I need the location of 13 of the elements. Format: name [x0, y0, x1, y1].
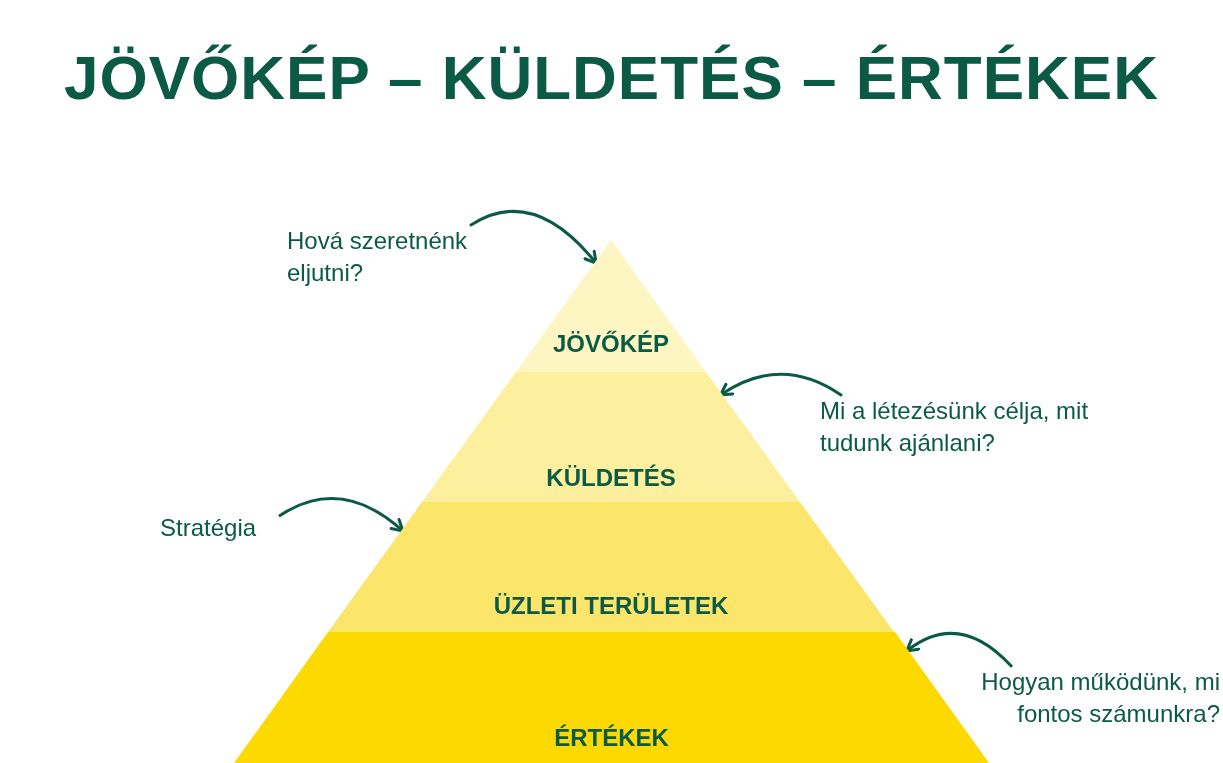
curved-arrow — [905, 631, 1013, 668]
title: JÖVŐKÉP – KÜLDETÉS – ÉRTÉKEK — [63, 42, 1160, 113]
curved-arrow — [719, 372, 843, 397]
annotation-text: Stratégia — [160, 514, 257, 541]
layer-label: ÜZLETI TERÜLETEK — [493, 592, 729, 619]
annotation-text: Hogyan működünk, mi fontos számunkra? — [981, 668, 1220, 727]
layer-label: KÜLDETÉS — [546, 464, 676, 491]
annotation-text: Mi a létezésünk célja, mit tudunk ajánlani? — [820, 397, 1089, 456]
annotation-text: Hová szeretnénk eljutni? — [287, 227, 468, 286]
curved-arrow — [469, 209, 598, 265]
curved-arrow — [278, 497, 405, 533]
layer-label: ÉRTÉKEK — [554, 724, 669, 751]
layer-label: JÖVŐKÉP — [552, 330, 669, 357]
